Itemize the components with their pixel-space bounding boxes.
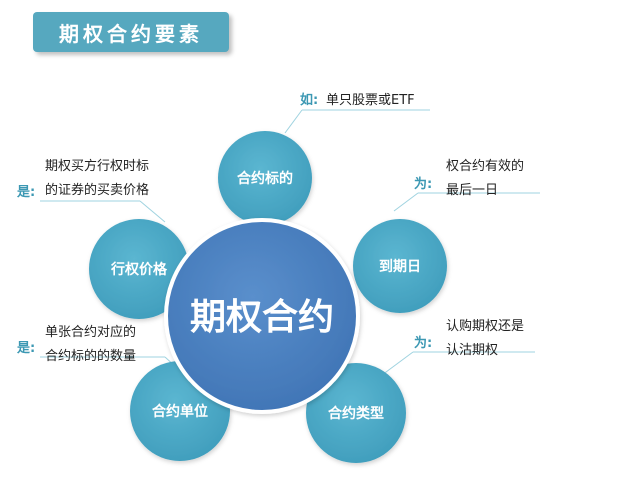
node-type-label: 合约类型 bbox=[328, 405, 384, 422]
center-label: 期权合约 bbox=[190, 297, 334, 338]
annotation-unit-line-1: 单张合约对应的 bbox=[45, 324, 136, 340]
annotation-underlying-prefix: 如: bbox=[300, 92, 318, 108]
annotation-unit-line-2: 合约标的的数量 bbox=[45, 348, 136, 364]
annotation-strike-prefix: 是: bbox=[16, 185, 35, 200]
annotation-expiry-line-2: 最后一日 bbox=[446, 183, 498, 198]
node-type-circle bbox=[306, 363, 406, 463]
annotation-strike-line-2: 的证券的买卖价格 bbox=[45, 182, 149, 198]
title-banner: 期权合约要素 bbox=[33, 12, 229, 52]
annotation-type-prefix: 为: bbox=[414, 335, 432, 351]
annotation-type-line-1: 认购期权还是 bbox=[446, 318, 524, 334]
annotation-underlying-line-1: 单只股票或ETF bbox=[326, 93, 415, 108]
annotation-strike-line-1: 期权买方行权时标 bbox=[45, 158, 149, 174]
node-expiry-label: 到期日 bbox=[379, 259, 421, 275]
node-strike-circle bbox=[89, 219, 189, 319]
node-underlying-label: 合约标的 bbox=[237, 170, 293, 187]
connector-underlying bbox=[284, 109, 430, 134]
annotation-expiry-line-1: 权合约有效的 bbox=[446, 158, 524, 174]
connector-type bbox=[381, 351, 535, 376]
connector-expiry bbox=[393, 192, 540, 212]
node-underlying-circle bbox=[218, 131, 312, 225]
annotation-expiry-prefix: 为: bbox=[414, 176, 432, 192]
node-strike-label: 行权价格 bbox=[110, 261, 168, 278]
annotation-unit-prefix: 是: bbox=[16, 341, 35, 356]
connector-strike bbox=[40, 200, 166, 223]
center-circle bbox=[164, 218, 360, 414]
node-unit-label: 合约单位 bbox=[152, 403, 208, 420]
annotation-type-line-2: 认沽期权 bbox=[446, 342, 498, 358]
node-expiry-circle bbox=[353, 219, 447, 313]
